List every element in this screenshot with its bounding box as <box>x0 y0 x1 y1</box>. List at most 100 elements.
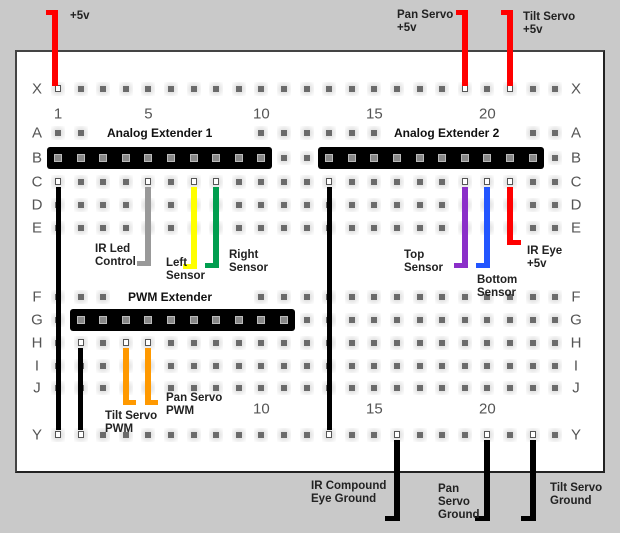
hole-j6[interactable] <box>164 381 178 395</box>
hole-e23[interactable] <box>548 221 563 235</box>
hole-i10[interactable] <box>254 359 269 373</box>
hole-c16[interactable] <box>390 175 404 189</box>
hole-x14[interactable] <box>344 82 359 96</box>
hole-y7[interactable] <box>186 428 201 442</box>
hole-x3[interactable] <box>96 82 111 96</box>
hole-d22[interactable] <box>525 198 540 212</box>
hole-c23[interactable] <box>548 175 563 189</box>
hole-c6[interactable] <box>164 175 178 189</box>
hole-i19[interactable] <box>457 359 472 373</box>
hole-c11[interactable] <box>277 175 291 189</box>
hole-d14[interactable] <box>344 198 359 212</box>
hole-d23[interactable] <box>548 198 563 212</box>
hole-x8[interactable] <box>209 82 224 96</box>
hole-x10[interactable] <box>254 82 269 96</box>
hole-y9[interactable] <box>231 428 246 442</box>
hole-h17[interactable] <box>412 336 427 350</box>
hole-c13[interactable] <box>322 175 337 189</box>
hole-a12[interactable] <box>299 126 314 140</box>
hole-x17[interactable] <box>412 82 427 96</box>
hole-e15[interactable] <box>367 221 382 235</box>
hole-c12[interactable] <box>299 175 314 189</box>
hole-h23[interactable] <box>548 336 563 350</box>
hole-c9[interactable] <box>231 175 246 189</box>
hole-y21[interactable] <box>503 428 517 442</box>
hole-x18[interactable] <box>435 82 450 96</box>
hole-y2[interactable] <box>73 428 88 442</box>
hole-j14[interactable] <box>344 381 359 395</box>
hole-f2[interactable] <box>73 290 88 304</box>
hole-f23[interactable] <box>548 290 563 304</box>
hole-j23[interactable] <box>548 381 563 395</box>
hole-c10[interactable] <box>254 175 269 189</box>
hole-x13[interactable] <box>322 82 337 96</box>
hole-y23[interactable] <box>548 428 563 442</box>
hole-y5[interactable] <box>141 428 156 442</box>
hole-y20[interactable] <box>480 428 495 442</box>
hole-d16[interactable] <box>390 198 404 212</box>
hole-a10[interactable] <box>254 126 269 140</box>
hole-a13[interactable] <box>322 126 337 140</box>
hole-j22[interactable] <box>525 381 540 395</box>
hole-f16[interactable] <box>390 290 404 304</box>
hole-e10[interactable] <box>254 221 269 235</box>
hole-x9[interactable] <box>231 82 246 96</box>
hole-x12[interactable] <box>299 82 314 96</box>
hole-i11[interactable] <box>277 359 291 373</box>
hole-b11[interactable] <box>277 151 291 165</box>
hole-y1[interactable] <box>51 428 65 442</box>
hole-b23[interactable] <box>548 151 563 165</box>
hole-f17[interactable] <box>412 290 427 304</box>
hole-i16[interactable] <box>390 359 404 373</box>
hole-d6[interactable] <box>164 198 178 212</box>
hole-j11[interactable] <box>277 381 291 395</box>
hole-i12[interactable] <box>299 359 314 373</box>
hole-g23[interactable] <box>548 313 563 327</box>
hole-e9[interactable] <box>231 221 246 235</box>
hole-x7[interactable] <box>186 82 201 96</box>
hole-a14[interactable] <box>344 126 359 140</box>
hole-c18[interactable] <box>435 175 450 189</box>
hole-y12[interactable] <box>299 428 314 442</box>
hole-y4[interactable] <box>118 428 133 442</box>
hole-y11[interactable] <box>277 428 291 442</box>
hole-e12[interactable] <box>299 221 314 235</box>
hole-d15[interactable] <box>367 198 382 212</box>
hole-g15[interactable] <box>367 313 382 327</box>
hole-g20[interactable] <box>480 313 495 327</box>
hole-c20[interactable] <box>480 175 495 189</box>
hole-f15[interactable] <box>367 290 382 304</box>
hole-f10[interactable] <box>254 290 269 304</box>
hole-h18[interactable] <box>435 336 450 350</box>
hole-c4[interactable] <box>118 175 133 189</box>
hole-x2[interactable] <box>73 82 88 96</box>
hole-x20[interactable] <box>480 82 495 96</box>
hole-h20[interactable] <box>480 336 495 350</box>
hole-h12[interactable] <box>299 336 314 350</box>
hole-h16[interactable] <box>390 336 404 350</box>
hole-g22[interactable] <box>525 313 540 327</box>
hole-h8[interactable] <box>209 336 224 350</box>
hole-j3[interactable] <box>96 381 111 395</box>
hole-e11[interactable] <box>277 221 291 235</box>
hole-j15[interactable] <box>367 381 382 395</box>
hole-h19[interactable] <box>457 336 472 350</box>
hole-f14[interactable] <box>344 290 359 304</box>
hole-c5[interactable] <box>141 175 156 189</box>
hole-e2[interactable] <box>73 221 88 235</box>
hole-j17[interactable] <box>412 381 427 395</box>
hole-c21[interactable] <box>503 175 517 189</box>
hole-h5[interactable] <box>141 336 156 350</box>
hole-x11[interactable] <box>277 82 291 96</box>
hole-a11[interactable] <box>277 126 291 140</box>
hole-h10[interactable] <box>254 336 269 350</box>
hole-j8[interactable] <box>209 381 224 395</box>
hole-j7[interactable] <box>186 381 201 395</box>
hole-i23[interactable] <box>548 359 563 373</box>
hole-i3[interactable] <box>96 359 111 373</box>
hole-x23[interactable] <box>548 82 563 96</box>
hole-e22[interactable] <box>525 221 540 235</box>
hole-h7[interactable] <box>186 336 201 350</box>
hole-c2[interactable] <box>73 175 88 189</box>
hole-y10[interactable] <box>254 428 269 442</box>
